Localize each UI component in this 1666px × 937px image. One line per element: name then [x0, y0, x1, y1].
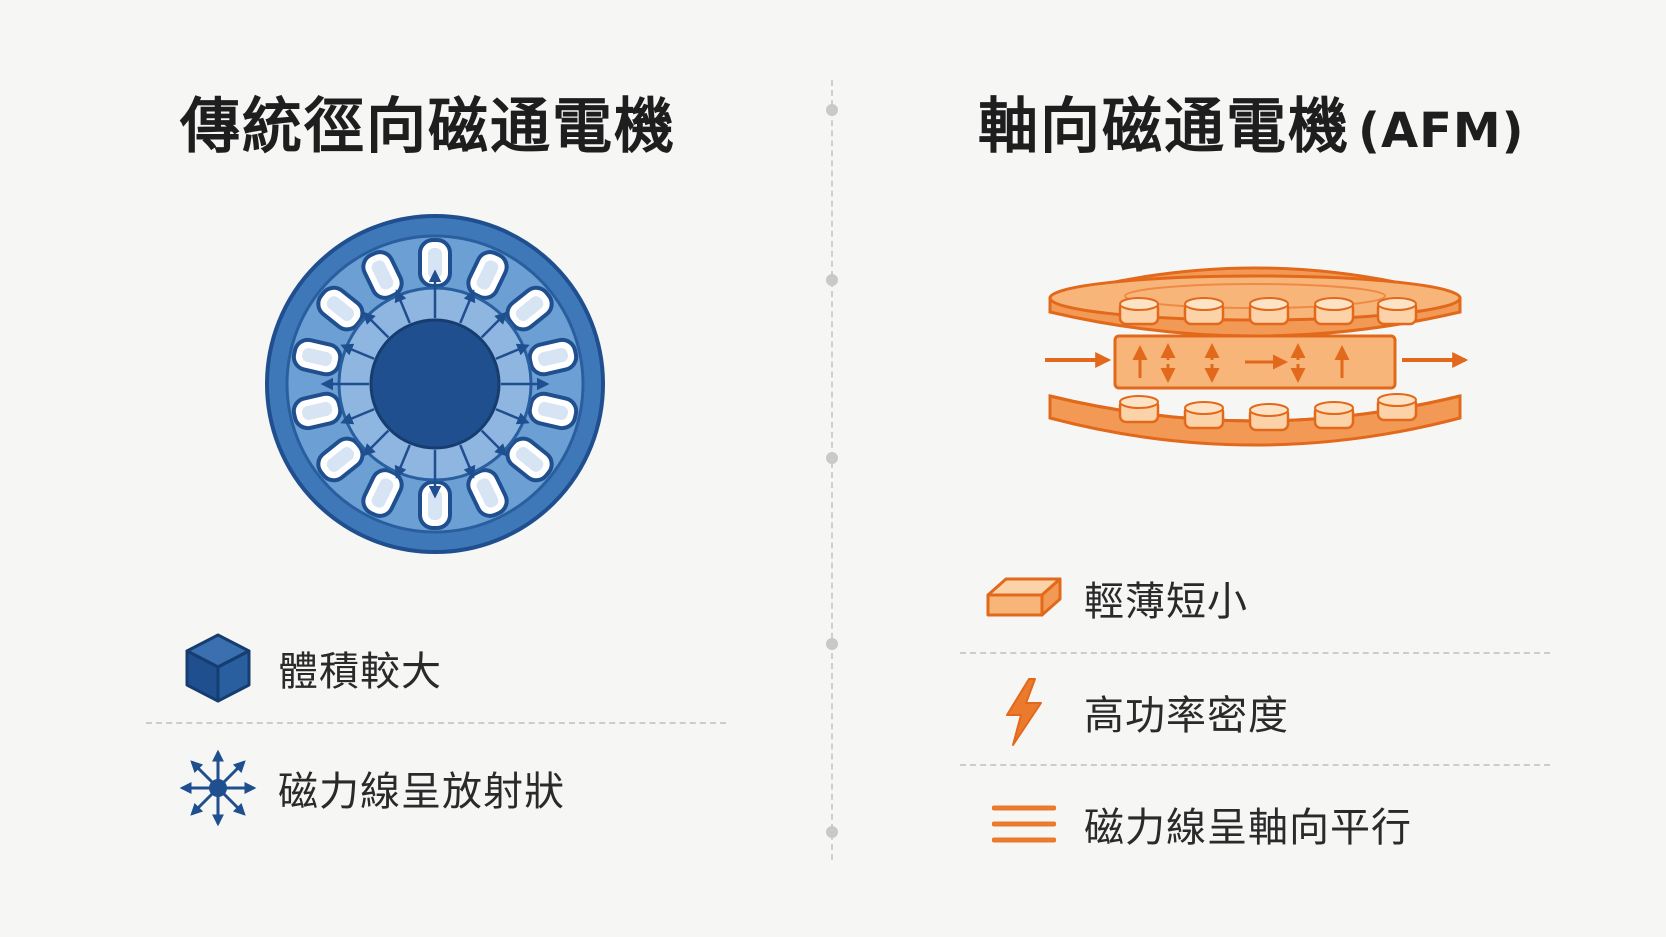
magnet — [1248, 297, 1290, 326]
feature-separator — [146, 722, 726, 724]
stator-slot — [505, 436, 554, 483]
divider-dot — [826, 274, 838, 286]
feature-label: 磁力線呈軸向平行 — [1084, 805, 1412, 851]
radial-flux-arrow — [362, 311, 390, 339]
magnet — [1118, 395, 1160, 424]
feature-thin-compact: 輕薄短小 — [984, 558, 1248, 638]
magnet — [1376, 297, 1418, 326]
divider-dot — [826, 826, 838, 838]
stator-slot — [361, 250, 404, 300]
radial-motor-svg — [265, 214, 605, 554]
stator-slot — [418, 480, 452, 530]
axial-flux-arrows — [1132, 343, 1350, 383]
radial-flux-arrow — [362, 429, 390, 457]
stator-slots — [291, 238, 579, 530]
parallel-lines-icon — [984, 784, 1064, 864]
radial-flux-arrow — [459, 289, 476, 324]
axial-motor-title-suffix: (AFM) — [1358, 103, 1525, 159]
feature-label: 輕薄短小 — [1084, 579, 1248, 625]
feature-radial-flux: 磁力線呈放射狀 — [178, 748, 565, 828]
radial-flux-arrow — [394, 289, 411, 324]
radial-flux-arrow — [480, 311, 508, 339]
feature-label: 體積較大 — [278, 649, 442, 695]
stator-slot — [505, 285, 554, 332]
feature-axial-parallel-flux: 磁力線呈軸向平行 — [984, 784, 1412, 864]
magnet — [1118, 297, 1160, 326]
radial-flux-arrow — [495, 408, 530, 425]
axial-motor-title: 軸向磁通電機(AFM) — [978, 78, 1525, 165]
flat-slab-icon — [984, 558, 1064, 638]
feature-large-volume: 體積較大 — [178, 628, 442, 708]
stator-slot — [361, 468, 404, 518]
radial-flux-arrow — [340, 408, 375, 425]
stator-slot — [291, 391, 343, 431]
stator-slot — [316, 436, 365, 483]
stator-slot — [527, 391, 579, 431]
feature-label: 磁力線呈放射狀 — [278, 769, 565, 815]
radial-flux-arrows — [320, 269, 550, 499]
magnet — [1183, 401, 1225, 430]
top-magnets — [1118, 297, 1418, 326]
axial-flux-motor-illustration — [1040, 260, 1470, 480]
divider-dot — [826, 638, 838, 650]
radial-flux-arrow — [394, 444, 411, 479]
radial-flux-arrow — [495, 343, 530, 360]
radial-flux-arrow — [480, 429, 508, 457]
rotor-core — [369, 318, 501, 450]
stator-slot — [316, 285, 365, 332]
radial-flux-motor-illustration — [262, 211, 608, 557]
radial-flux-arrow — [340, 343, 375, 360]
cube-icon — [178, 628, 258, 708]
bottom-magnets — [1118, 393, 1418, 432]
lightning-bolt-icon — [984, 672, 1064, 752]
feature-label: 高功率密度 — [1084, 693, 1289, 739]
stator-slot — [527, 337, 579, 377]
stator-slot — [291, 337, 343, 377]
axial-motor-title-text: 軸向磁通電機 — [978, 92, 1350, 162]
axial-motor-svg — [1045, 266, 1469, 447]
divider-dot — [826, 104, 838, 116]
radial-motor-title: 傳統徑向磁通電機 — [180, 92, 676, 162]
stator-slot — [466, 468, 509, 518]
feature-separator — [960, 764, 1550, 766]
radial-arrows-icon — [178, 748, 258, 828]
radial-flux-arrow — [459, 444, 476, 479]
divider-dot — [826, 452, 838, 464]
magnet — [1183, 297, 1225, 326]
magnet — [1248, 403, 1290, 432]
feature-separator — [960, 652, 1550, 654]
magnet — [1376, 393, 1418, 422]
stator-slot — [466, 250, 509, 300]
magnet — [1313, 297, 1355, 326]
feature-high-power-density: 高功率密度 — [984, 672, 1289, 752]
magnet — [1313, 401, 1355, 430]
center-divider — [831, 80, 833, 860]
